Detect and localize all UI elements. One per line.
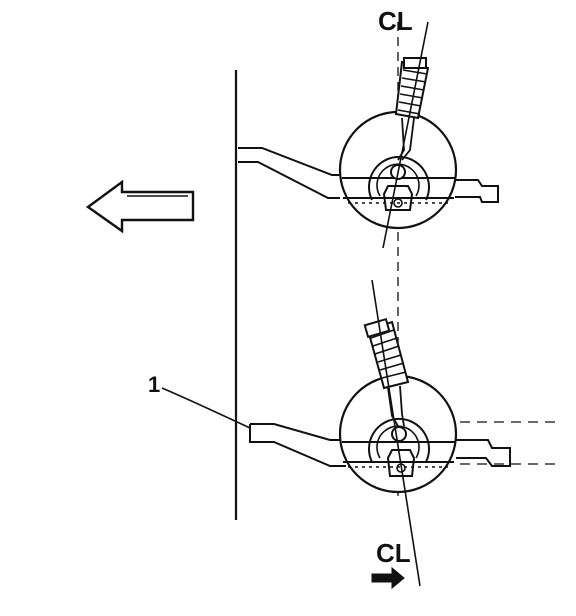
spring-top bbox=[394, 57, 430, 161]
arrow-left-icon bbox=[85, 179, 195, 234]
centerline-label-bottom: CL bbox=[376, 538, 411, 568]
centerline-label-top: CL bbox=[378, 6, 413, 36]
lever-arm-top bbox=[238, 147, 340, 176]
callout-label-1: 1 bbox=[148, 372, 160, 397]
lever-arm-bottom bbox=[250, 423, 346, 441]
pivot-bottom bbox=[391, 426, 407, 442]
adjuster-assembly-bottom bbox=[249, 279, 556, 587]
cable-line-top bbox=[382, 21, 429, 249]
arrow-right-icon bbox=[371, 566, 405, 590]
callout-leader-1 bbox=[161, 387, 251, 429]
cable-line-bottom bbox=[371, 279, 421, 587]
spring-bottom bbox=[363, 317, 410, 427]
adjuster-assembly-top bbox=[238, 21, 499, 249]
